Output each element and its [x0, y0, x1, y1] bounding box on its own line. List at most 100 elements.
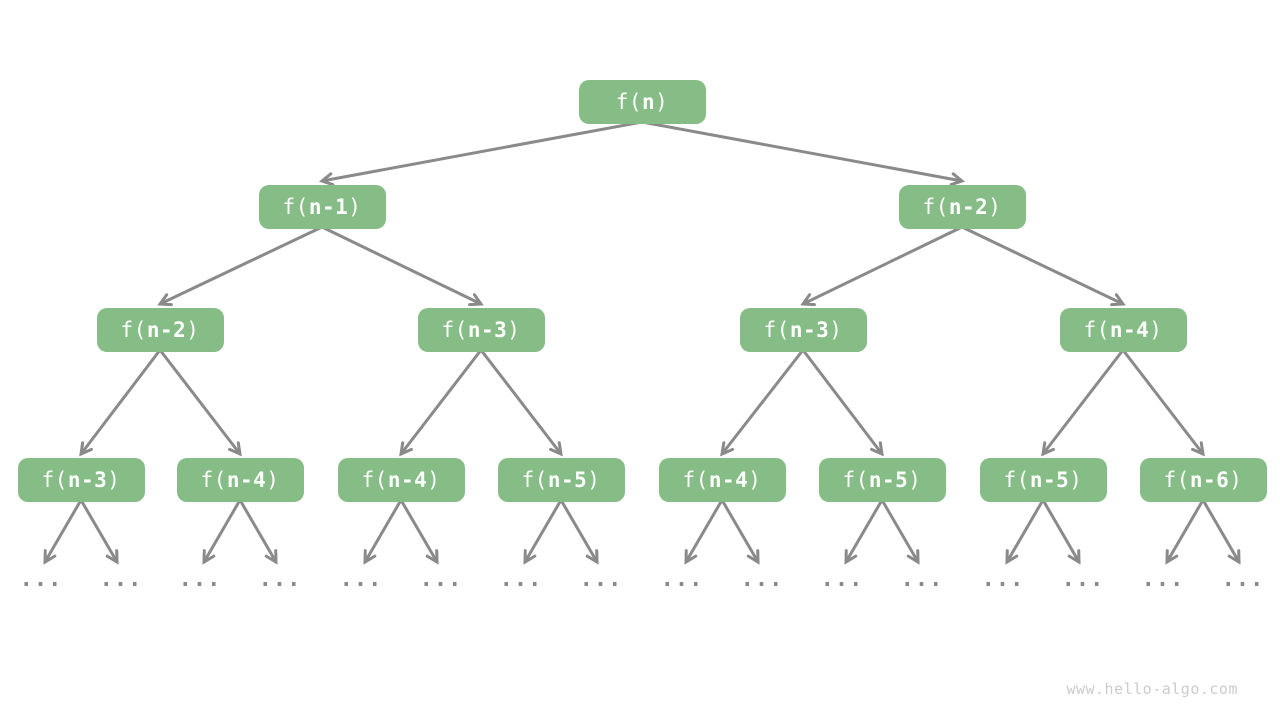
node-label-argument: n-3: [789, 318, 830, 342]
node-label-suffix: ): [507, 318, 521, 342]
node-label-suffix: ): [266, 468, 280, 492]
node-label-prefix: f(: [1003, 468, 1030, 492]
node-label-suffix: ): [988, 195, 1002, 219]
ellipsis: ...: [178, 567, 222, 592]
edge-arrow: [1121, 349, 1203, 454]
tree-node: f(n): [578, 80, 706, 124]
tree-node: f(n-4): [337, 458, 465, 502]
node-label-prefix: f(: [441, 318, 468, 342]
node-label-suffix: ): [829, 318, 843, 342]
node-label-argument: n-3: [67, 468, 108, 492]
node-label-suffix: ): [748, 468, 762, 492]
edge-arrow: [401, 349, 483, 454]
edge-arrow: [801, 349, 882, 454]
node-label-argument: n-4: [1109, 318, 1150, 342]
edge-arrow: [961, 225, 1123, 304]
tree-node: f(n-5): [497, 458, 625, 502]
edge-arrow: [322, 120, 643, 181]
node-label-argument: n-4: [387, 468, 428, 492]
ellipsis: ...: [1061, 567, 1105, 592]
node-label-argument: n-5: [1029, 468, 1070, 492]
node-label-prefix: f(: [842, 468, 869, 492]
node-label-prefix: f(: [41, 468, 68, 492]
tree-node: f(n-3): [739, 308, 867, 352]
ellipsis: ...: [99, 567, 143, 592]
edge-arrow: [722, 349, 805, 454]
node-label-prefix: f(: [682, 468, 709, 492]
watermark-text: www.hello-algo.com: [1066, 680, 1238, 698]
edge-arrow: [1201, 499, 1239, 562]
edge-arrow: [1167, 499, 1205, 562]
node-label-argument: n: [641, 90, 656, 114]
edge-arrow: [79, 499, 117, 562]
node-label-prefix: f(: [521, 468, 548, 492]
ellipsis: ...: [339, 567, 383, 592]
ellipsis: ...: [579, 567, 623, 592]
node-label-suffix: ): [655, 90, 669, 114]
edge-arrow: [846, 499, 884, 562]
edge-arrow: [1043, 349, 1125, 454]
edge-arrow: [81, 349, 162, 454]
edge-arrow: [559, 499, 597, 562]
ellipsis: ...: [981, 567, 1025, 592]
node-label-argument: n-3: [467, 318, 508, 342]
tree-node: f(n-3): [17, 458, 145, 502]
tree-node: f(n-4): [1059, 308, 1187, 352]
edge-arrow: [686, 499, 724, 562]
tree-node: f(n-6): [1139, 458, 1267, 502]
ellipsis: ...: [19, 567, 63, 592]
edge-arrow: [160, 225, 323, 304]
node-label-suffix: ): [107, 468, 121, 492]
node-label-argument: n-6: [1189, 468, 1230, 492]
edge-arrow: [803, 225, 963, 304]
node-label-suffix: ): [1149, 318, 1163, 342]
node-label-prefix: f(: [120, 318, 147, 342]
ellipsis: ...: [1141, 567, 1185, 592]
edge-arrow: [399, 499, 437, 562]
node-label-argument: n-1: [308, 195, 349, 219]
tree-node: f(n-5): [818, 458, 946, 502]
node-label-argument: n-5: [868, 468, 909, 492]
node-label-argument: n-5: [547, 468, 588, 492]
edge-arrow: [45, 499, 83, 562]
ellipsis: ...: [820, 567, 864, 592]
edge-arrow: [479, 349, 561, 454]
edge-arrow: [158, 349, 240, 454]
node-label-suffix: ): [186, 318, 200, 342]
node-label-suffix: ): [908, 468, 922, 492]
ellipsis: ...: [740, 567, 784, 592]
edge-arrow: [204, 499, 242, 562]
node-label-argument: n-4: [226, 468, 267, 492]
node-label-argument: n-2: [146, 318, 187, 342]
node-label-prefix: f(: [763, 318, 790, 342]
edge-arrow: [1007, 499, 1045, 562]
node-label-prefix: f(: [200, 468, 227, 492]
tree-node: f(n-3): [417, 308, 545, 352]
node-label-suffix: ): [1069, 468, 1083, 492]
ellipsis: ...: [499, 567, 543, 592]
tree-node: f(n-4): [658, 458, 786, 502]
node-label-prefix: f(: [615, 90, 642, 114]
edge-arrow: [365, 499, 403, 562]
ellipsis: ...: [419, 567, 463, 592]
edge-arrow: [641, 120, 962, 181]
ellipsis: ...: [1221, 567, 1265, 592]
ellipsis: ...: [900, 567, 944, 592]
tree-node: f(n-2): [96, 308, 224, 352]
edge-arrow: [525, 499, 563, 562]
ellipsis: ...: [660, 567, 704, 592]
node-label-prefix: f(: [1083, 318, 1110, 342]
edge-arrow: [238, 499, 276, 562]
node-label-prefix: f(: [1163, 468, 1190, 492]
edge-arrow: [720, 499, 758, 562]
node-label-suffix: ): [587, 468, 601, 492]
tree-node: f(n-2): [898, 185, 1026, 229]
node-label-prefix: f(: [361, 468, 388, 492]
ellipsis: ...: [258, 567, 302, 592]
node-label-suffix: ): [1229, 468, 1243, 492]
edge-arrow: [321, 225, 481, 304]
node-label-suffix: ): [348, 195, 362, 219]
